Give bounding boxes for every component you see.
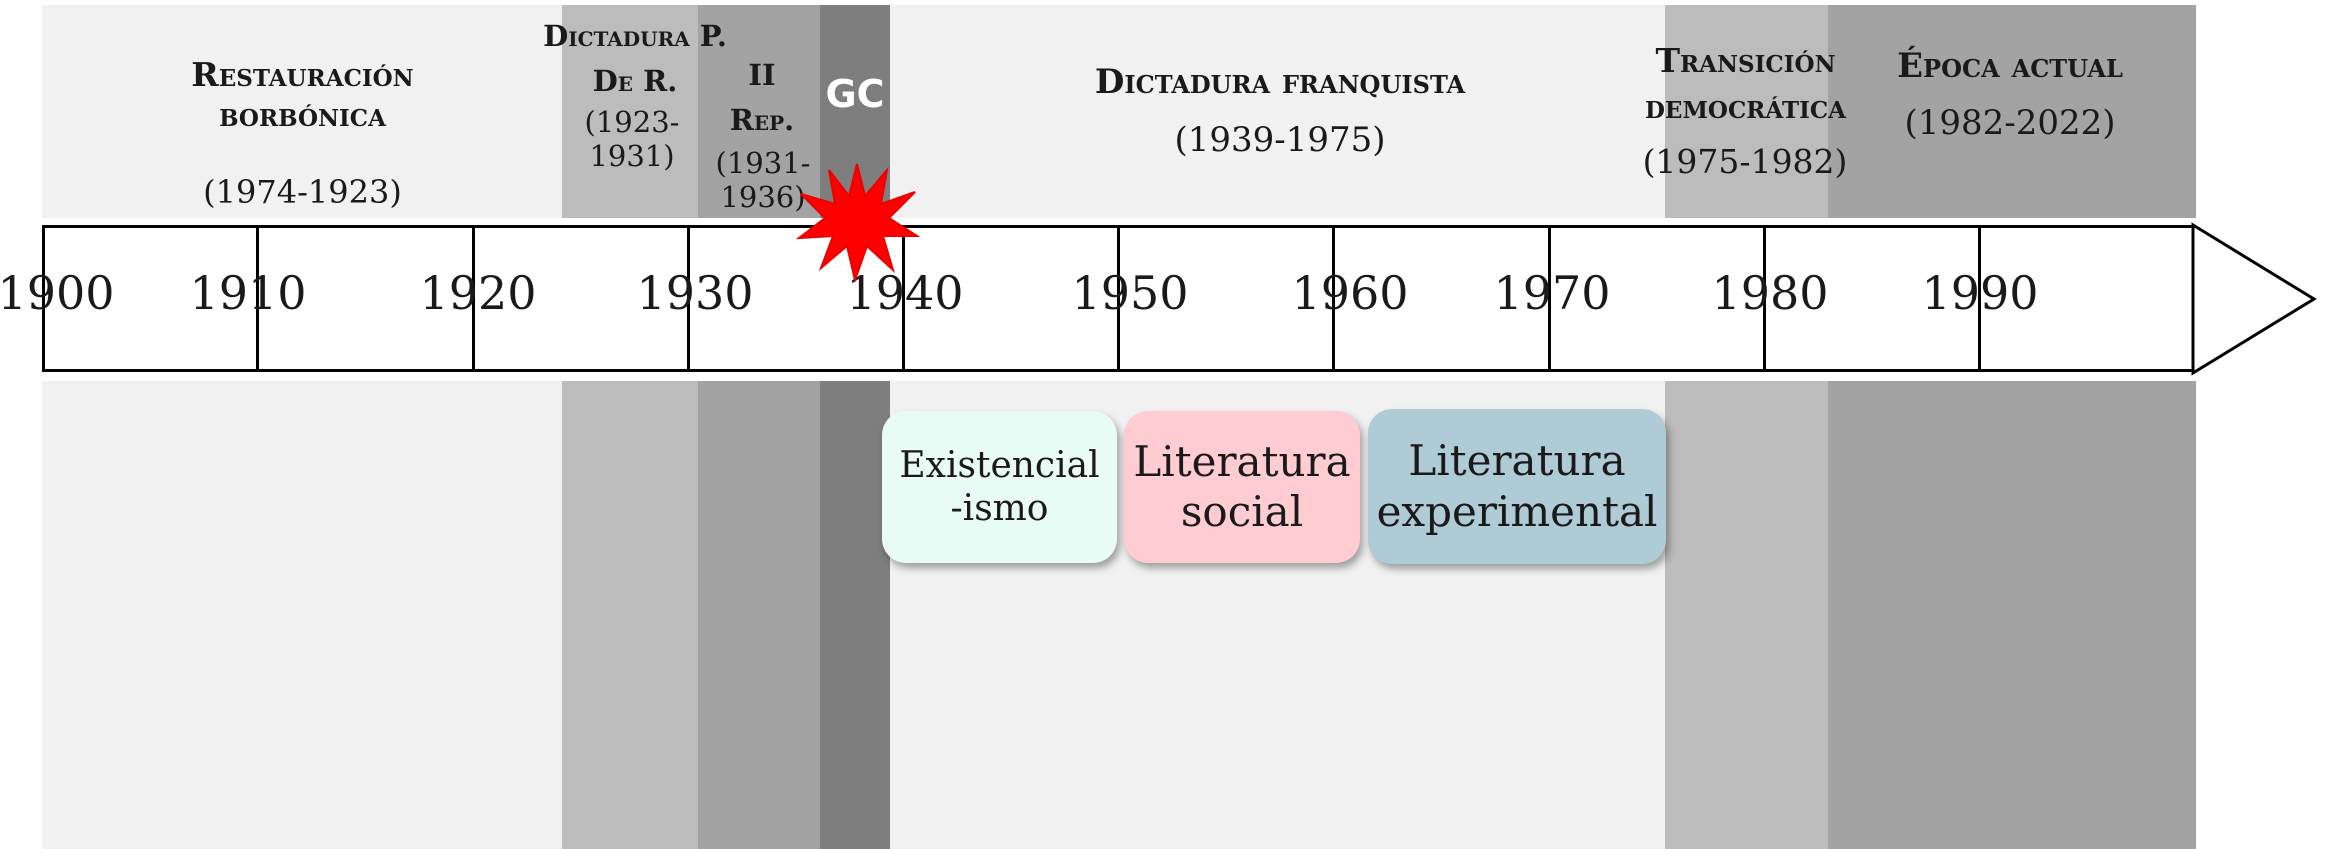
year-label-1980: 1980 xyxy=(1711,266,1829,320)
movement-existencialismo: Existencial -ismo xyxy=(882,411,1117,563)
period-years-dictadura-pr: (1923-1931) xyxy=(584,105,680,173)
year-label-1920: 1920 xyxy=(419,266,537,320)
tick-1970 xyxy=(1548,225,1551,372)
period-title-dictadura-pr: Dictadura P. De R. xyxy=(543,19,727,98)
movement-literatura-experimental-line2: experimental xyxy=(1376,486,1658,536)
year-label-1930: 1930 xyxy=(636,266,754,320)
period-title-epoca-actual: Época actual xyxy=(1897,46,2123,86)
period-years-franquismo: (1939-1975) xyxy=(1174,120,1386,160)
tick-1940 xyxy=(902,225,905,372)
tick-1930 xyxy=(687,225,690,372)
year-label-1960: 1960 xyxy=(1291,266,1409,320)
band-transicion xyxy=(1665,5,1828,849)
movement-existencialismo-line1: Existencial xyxy=(899,444,1100,486)
tick-1990 xyxy=(1978,225,1981,372)
tick-1950 xyxy=(1117,225,1120,372)
movement-literatura-social: Literatura social xyxy=(1124,411,1360,563)
axis-gap-bottom xyxy=(42,372,2196,381)
movement-literatura-experimental-line1: Literatura xyxy=(1408,436,1626,486)
period-title-franquismo: Dictadura franquista xyxy=(1094,62,1466,102)
tick-1980 xyxy=(1763,225,1766,372)
axis-gap-top xyxy=(42,218,2196,225)
tick-1960 xyxy=(1332,225,1335,372)
year-label-1970: 1970 xyxy=(1493,266,1611,320)
year-label-1900: 1900 xyxy=(0,266,115,320)
period-title-restauracion: Restauración borbónica xyxy=(191,55,414,134)
period-title-guerra-civil: GC xyxy=(825,72,885,116)
timeline-arrowhead xyxy=(2191,222,2317,376)
band-guerra-civil xyxy=(820,5,890,849)
movement-existencialismo-line2: -ismo xyxy=(950,488,1049,529)
band-dictadura-pr xyxy=(562,5,698,849)
band-segunda-rep xyxy=(698,5,820,849)
year-label-1950: 1950 xyxy=(1071,266,1189,320)
band-restauracion xyxy=(42,5,562,849)
period-years-restauracion: (1974-1923) xyxy=(203,173,402,211)
year-label-1910: 1910 xyxy=(189,266,307,320)
period-title-transicion: Transición democrática xyxy=(1644,41,1846,127)
period-years-transicion: (1975-1982) xyxy=(1642,142,1848,181)
movement-literatura-social-line1: Literatura xyxy=(1133,436,1351,486)
period-title-segunda-rep: II Rep. xyxy=(729,58,795,137)
year-label-1990: 1990 xyxy=(1921,266,2039,320)
period-years-segunda-rep: (1931-1936) xyxy=(715,146,811,214)
movement-literatura-social-line2: social xyxy=(1180,487,1304,536)
tick-1910 xyxy=(256,225,259,372)
explosion-icon xyxy=(795,163,920,282)
period-years-epoca-actual: (1982-2022) xyxy=(1904,103,2116,143)
movement-literatura-experimental: Literatura experimental xyxy=(1368,409,1666,564)
year-label-1940: 1940 xyxy=(846,266,964,320)
band-epoca-actual xyxy=(1828,5,2196,849)
tick-1920 xyxy=(472,225,475,372)
